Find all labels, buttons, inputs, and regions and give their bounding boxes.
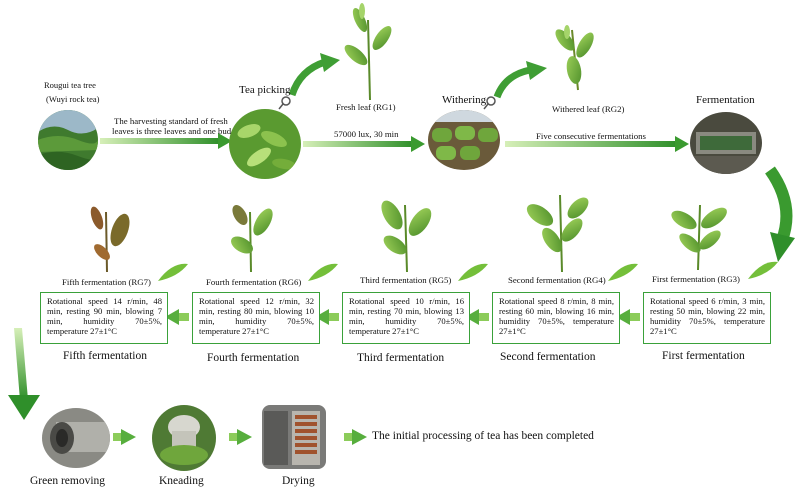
green-removing-photo	[42, 408, 110, 468]
leaf-swoosh-rg7	[158, 263, 188, 281]
stage-title-rg3: First fermentation (RG3)	[652, 274, 740, 284]
drying-label: Drying	[282, 475, 315, 487]
stage-caption-rg3: First fermentation	[662, 350, 745, 362]
leaf-swoosh-rg5	[458, 263, 488, 281]
arrow-kneading-to-drying	[229, 429, 252, 445]
curved-arrow-to-first-fermentation	[765, 166, 795, 262]
leaf-rg5-illustration	[381, 200, 432, 273]
tea-picking-label: Tea picking	[239, 84, 291, 96]
harvest-standard-line2: leaves is three leaves and one bud	[112, 126, 232, 136]
withering-photo	[428, 110, 500, 170]
stage-title-rg6: Fourth fermentation (RG6)	[206, 277, 302, 287]
stage-caption-rg6: Fourth fermentation	[207, 352, 300, 364]
completed-label: The initial processing of tea has been c…	[372, 430, 594, 442]
fermentation-label: Fermentation	[696, 94, 755, 106]
arrow-box1-to-box2	[616, 309, 640, 325]
withering-label: Withering	[442, 94, 487, 106]
arrow-box2-to-box3	[465, 309, 489, 325]
arrow-tree-to-picking	[100, 133, 232, 149]
tea-tree-label: Rougui tea tree	[44, 80, 96, 90]
leaf-swoosh-rg6	[308, 263, 338, 281]
arrow-picking-to-withering	[303, 136, 425, 152]
light-condition-label: 57000 lux, 30 min	[334, 129, 399, 139]
harvest-standard-line1: The harvesting standard of fresh	[114, 116, 228, 126]
leaf-rg6-illustration	[231, 205, 273, 273]
stage-params-rg7: Rotational speed 14 r/min, 48 min, resti…	[40, 292, 168, 344]
stage-params-rg4: Rotational speed 8 r/min, 8 min, resting…	[492, 292, 620, 344]
fresh-leaf-illustration	[344, 3, 392, 101]
leaf-swoosh-rg3	[748, 261, 778, 279]
drying-photo	[262, 405, 326, 469]
stage-caption-rg7: Fifth fermentation	[63, 350, 147, 362]
arrow-withering-to-fermentation	[505, 136, 689, 152]
tea-tree-sublabel: (Wuyi rock tea)	[46, 94, 100, 104]
fermentation-machine-photo	[690, 112, 762, 174]
kneading-photo	[152, 405, 216, 471]
leaf-rg7-illustration	[90, 206, 130, 273]
stage-caption-rg5: Third fermentation	[357, 352, 445, 364]
five-fermentations-label: Five consecutive fermentations	[536, 131, 646, 141]
leaf-swoosh-rg4	[608, 263, 638, 281]
withered-leaf-label: Withered leaf (RG2)	[552, 104, 625, 114]
stage-title-rg4: Second fermentation (RG4)	[508, 275, 606, 285]
arrow-to-green-removing	[8, 328, 40, 420]
magnifier-icon	[483, 96, 496, 110]
stage-params-rg6: Rotational speed 12 r/min, 32 min, resti…	[192, 292, 320, 344]
arrow-box4-to-box5	[165, 309, 189, 325]
stage-params-rg3: Rotational speed 6 r/min, 3 min, resting…	[643, 292, 771, 344]
stage-title-rg5: Third fermentation (RG5)	[360, 275, 452, 285]
magnifier-icon	[278, 96, 291, 110]
arrow-green-removing-to-kneading	[113, 429, 136, 445]
stage-params-rg5: Rotational speed 10 r/min, 16 min, resti…	[342, 292, 470, 344]
arrow-drying-to-completed	[344, 429, 367, 445]
stage-caption-rg4: Second fermentation	[500, 351, 596, 363]
leaf-rg3-illustration	[671, 204, 727, 271]
withered-leaf-illustration	[555, 25, 594, 91]
curved-arrow-to-fresh-leaf	[288, 53, 340, 97]
kneading-label: Kneading	[159, 475, 204, 487]
tea-tree-photo	[38, 110, 98, 170]
fresh-leaf-label: Fresh leaf (RG1)	[336, 102, 396, 112]
leaf-rg4-illustration	[526, 194, 589, 273]
arrow-box3-to-box4	[315, 309, 339, 325]
stage-title-rg7: Fifth fermentation (RG7)	[62, 277, 151, 287]
curved-arrow-to-withered-leaf	[493, 61, 547, 99]
green-removing-label: Green removing	[30, 475, 106, 487]
tea-picking-photo	[229, 109, 301, 179]
